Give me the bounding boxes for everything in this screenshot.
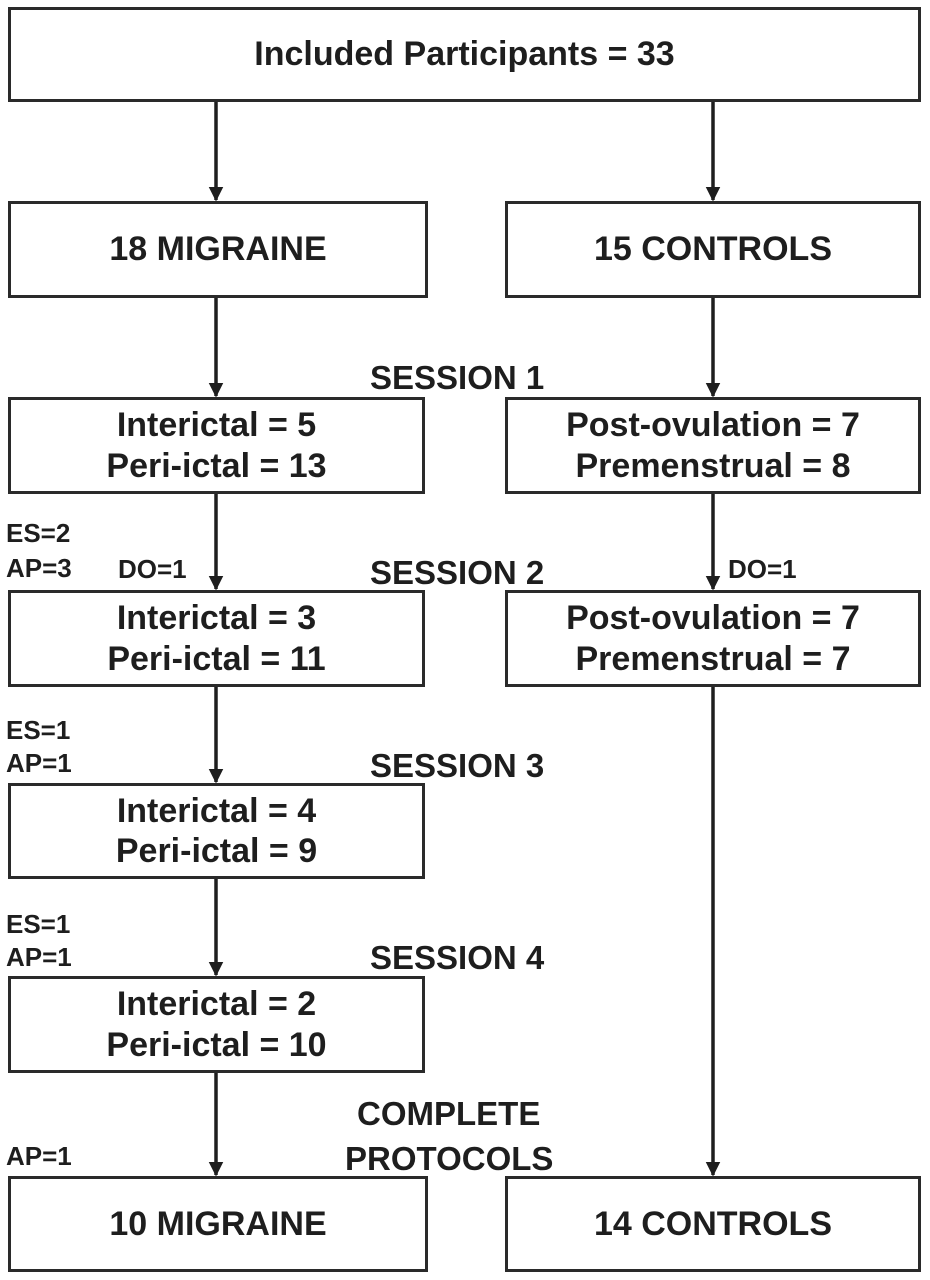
migraine-s3-es-label: ES=1 <box>6 715 71 745</box>
migraine-s2-ap-label: AP=3 <box>6 553 72 583</box>
session-2-label: SESSION 2 <box>370 554 545 591</box>
migraine-session-3-box: Interictal = 4 Peri-ictal = 9 <box>8 783 425 879</box>
complete-protocols-line2: PROTOCOLS <box>345 1140 554 1177</box>
session-4-label: SESSION 4 <box>370 939 545 976</box>
migraine-s4-es-label: ES=1 <box>6 909 71 939</box>
final-controls-box: 14 CONTROLS <box>505 1176 921 1272</box>
included-participants-box: Included Participants = 33 <box>8 7 921 102</box>
migraine-session-2-box: Interictal = 3 Peri-ictal = 11 <box>8 590 425 687</box>
controls-session-1-box: Post-ovulation = 7 Premenstrual = 8 <box>505 397 921 494</box>
migraine-s4-periictal: Peri-ictal = 10 <box>106 1025 327 1064</box>
controls-session-2-box: Post-ovulation = 7 Premenstrual = 7 <box>505 590 921 687</box>
migraine-s3-ap-label: AP=1 <box>6 748 72 778</box>
migraine-s2-interictal: Interictal = 3 <box>116 599 317 638</box>
final-controls-label: 14 CONTROLS <box>593 1204 833 1243</box>
migraine-session-1-box: Interictal = 5 Peri-ictal = 13 <box>8 397 425 494</box>
migraine-group-label: 18 MIGRAINE <box>109 230 327 269</box>
migraine-s4-interictal: Interictal = 2 <box>116 985 317 1024</box>
migraine-s3-interictal: Interictal = 4 <box>116 791 317 830</box>
migraine-group-box: 18 MIGRAINE <box>8 201 428 298</box>
controls-s1-premenstrual: Premenstrual = 8 <box>575 446 851 485</box>
migraine-s2-es-label: ES=2 <box>6 518 71 548</box>
controls-s2-do-label: DO=1 <box>728 554 797 584</box>
migraine-s4-ap-label: AP=1 <box>6 942 72 972</box>
session-3-label: SESSION 3 <box>370 747 545 784</box>
controls-group-box: 15 CONTROLS <box>505 201 921 298</box>
migraine-s2-periictal: Peri-ictal = 11 <box>107 639 326 678</box>
complete-protocols-line1: COMPLETE <box>357 1095 541 1132</box>
controls-s2-postovulation: Post-ovulation = 7 <box>566 599 860 638</box>
session-1-label: SESSION 1 <box>370 359 545 396</box>
final-migraine-label: 10 MIGRAINE <box>109 1204 327 1243</box>
migraine-s1-periictal: Peri-ictal = 13 <box>106 446 327 485</box>
controls-group-label: 15 CONTROLS <box>593 230 833 269</box>
final-migraine-box: 10 MIGRAINE <box>8 1176 428 1272</box>
migraine-s1-interictal: Interictal = 5 <box>116 406 317 445</box>
migraine-s2-do-label: DO=1 <box>118 554 187 584</box>
controls-s1-postovulation: Post-ovulation = 7 <box>566 406 860 445</box>
migraine-session-4-box: Interictal = 2 Peri-ictal = 10 <box>8 976 425 1073</box>
migraine-s3-periictal: Peri-ictal = 9 <box>115 832 318 870</box>
migraine-final-ap-label: AP=1 <box>6 1141 72 1171</box>
controls-s2-premenstrual: Premenstrual = 7 <box>575 639 851 678</box>
included-participants-label: Included Participants = 33 <box>254 35 675 74</box>
